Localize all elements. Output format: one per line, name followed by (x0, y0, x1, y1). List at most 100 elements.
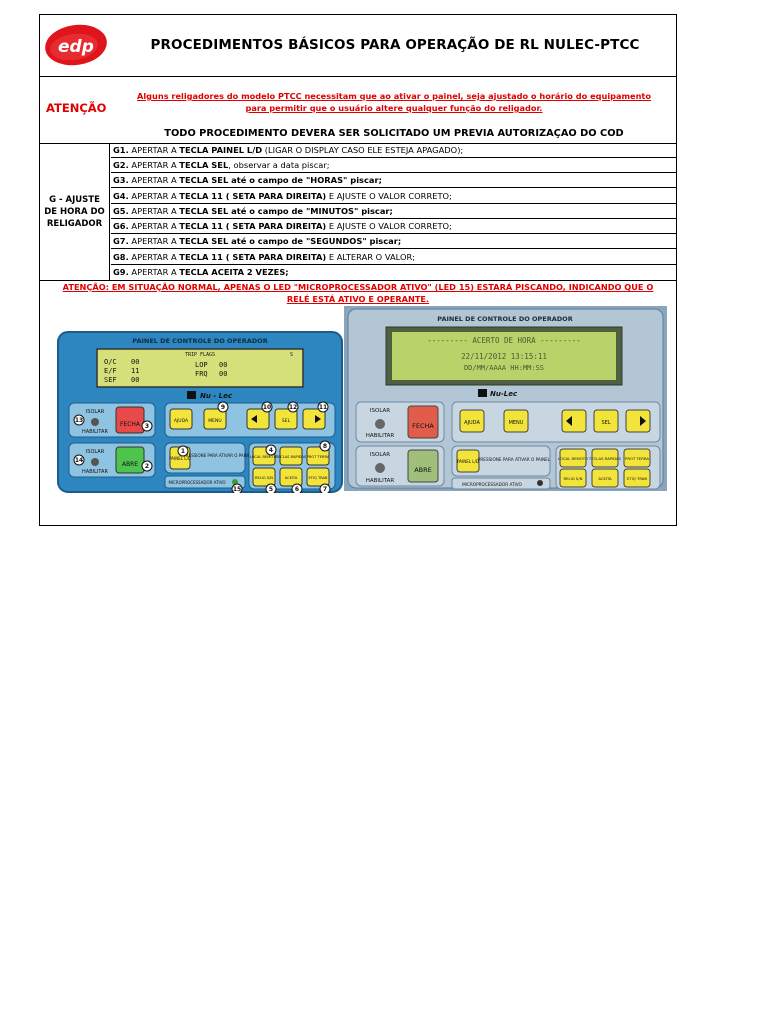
svg-text:MENU: MENU (509, 420, 524, 426)
svg-text:ACEITA: ACEITA (285, 476, 298, 480)
svg-text:6: 6 (295, 486, 299, 493)
svg-text:15: 15 (233, 486, 241, 493)
svg-text:FRQ: FRQ (195, 370, 208, 378)
svg-text:RELIG S/N: RELIG S/N (564, 476, 583, 481)
svg-text:Nu - Lec: Nu - Lec (200, 392, 233, 400)
svg-text:00: 00 (131, 358, 139, 366)
svg-text:ETIQ TRAB: ETIQ TRAB (309, 476, 329, 480)
step-row: G7. APERTAR A TECLA SEL até o campo de "… (111, 234, 676, 249)
svg-text:10: 10 (263, 404, 271, 411)
svg-text:ISOLAR: ISOLAR (86, 409, 105, 415)
svg-text:8: 8 (323, 443, 327, 450)
step-row: G8. APERTAR A TECLA 11 ( SETA PARA DIREI… (111, 250, 676, 265)
svg-text:00: 00 (131, 376, 139, 384)
svg-text:AJUDA: AJUDA (464, 420, 480, 426)
step-row: G4. APERTAR A TECLA 11 ( SETA PARA DIREI… (111, 189, 676, 204)
svg-text:00: 00 (219, 370, 227, 378)
svg-text:PRESSIONE PARA ATIVAR O PAINEL: PRESSIONE PARA ATIVAR O PAINEL (478, 457, 551, 462)
svg-text:PROT TERRA: PROT TERRA (625, 456, 649, 461)
svg-text:1: 1 (181, 448, 185, 455)
panel-diagram-left: PAINEL DE CONTROLE DO OPERADOR TRIP FLAG… (57, 331, 343, 493)
svg-text:11: 11 (319, 404, 327, 411)
svg-text:edp: edp (58, 37, 94, 57)
svg-text:TECLAS RAPIDAS: TECLAS RAPIDAS (588, 456, 622, 461)
svg-text:22/11/2012 13:15:11: 22/11/2012 13:15:11 (461, 352, 547, 361)
svg-text:ISOLAR: ISOLAR (370, 408, 390, 414)
panel-photo-right: PAINEL DE CONTROLE DO OPERADOR ---------… (344, 306, 667, 491)
svg-text:--------- ACERTO DE HORA ---: --------- ACERTO DE HORA --------- (427, 336, 581, 345)
svg-text:SEF: SEF (104, 376, 117, 384)
svg-text:PAINEL DE CONTROLE DO OPERADOR: PAINEL DE CONTROLE DO OPERADOR (437, 315, 572, 323)
attention-row: ATENÇÃO Alguns religadores do modelo PTC… (40, 76, 676, 144)
attention-text: Alguns religadores do modelo PTCC necess… (114, 90, 674, 114)
led-note-line1: ATENÇÃO: EM SITUAÇÃO NORMAL, APENAS O LE… (62, 282, 654, 292)
group-label-line2: DE HORA DO (44, 206, 105, 217)
svg-text:HABILITAR: HABILITAR (82, 469, 108, 475)
svg-text:7: 7 (323, 486, 327, 493)
svg-text:MICROPROCESSADOR ATIVO: MICROPROCESSADOR ATIVO (168, 480, 225, 485)
group-label-line1: G - AJUSTE (49, 194, 100, 205)
step-row: G2. APERTAR A TECLA SEL, observar a data… (111, 158, 676, 173)
step-row: G3. APERTAR A TECLA SEL até o campo de "… (111, 173, 676, 188)
attention-label: ATENÇÃO (46, 101, 107, 115)
svg-text:13: 13 (75, 417, 83, 424)
svg-text:ABRE: ABRE (414, 466, 432, 474)
attention-text-line2: para permitir que o usuário altere qualq… (245, 103, 543, 113)
svg-text:ETIQ TRAB: ETIQ TRAB (627, 476, 647, 481)
step-row: G9. APERTAR A TECLA ACEITA 2 VEZES; (113, 267, 289, 277)
svg-text:2: 2 (145, 463, 149, 470)
svg-text:SEL: SEL (601, 420, 610, 426)
svg-text:00: 00 (219, 361, 227, 369)
svg-text:HABILITAR: HABILITAR (366, 478, 395, 484)
svg-text:S: S (290, 352, 293, 358)
steps-table: G - AJUSTE DE HORA DO RELIGADOR G1. APER… (40, 143, 676, 281)
authorization-note: TODO PROCEDIMENTO DEVERA SER SOLICITADO … (164, 128, 624, 139)
svg-text:HABILITAR: HABILITAR (366, 433, 395, 439)
svg-text:PRESSIONE PARA ATIVAR O PAINEL: PRESSIONE PARA ATIVAR O PAINEL (184, 453, 254, 458)
svg-text:TRIP FLAGS: TRIP FLAGS (185, 352, 215, 358)
svg-text:ABRE: ABRE (122, 461, 138, 468)
svg-text:ACEITA: ACEITA (598, 476, 612, 481)
procedure-sheet: edp PROCEDIMENTOS BÁSICOS PARA OPERAÇÃO … (39, 14, 677, 526)
svg-text:11: 11 (131, 367, 139, 375)
step-row: G5. APERTAR A TECLA SEL até o campo de "… (111, 204, 676, 219)
svg-text:FECHA: FECHA (412, 422, 434, 430)
svg-text:PROT TERRA: PROT TERRA (307, 455, 330, 459)
svg-text:SEL: SEL (282, 418, 291, 424)
svg-text:PAINEL L/D: PAINEL L/D (457, 459, 479, 464)
svg-text:LOCAL REMOTO: LOCAL REMOTO (250, 455, 279, 459)
svg-text:4: 4 (269, 447, 273, 454)
svg-text:DD/MM/AAAA HH:MM:SS: DD/MM/AAAA HH:MM:SS (464, 364, 544, 372)
svg-text:O/C: O/C (104, 358, 117, 366)
led-note-line2: RELÉ ESTÁ ATIVO E OPERANTE. (286, 294, 430, 304)
group-label-line3: RELIGADOR (46, 218, 103, 229)
svg-text:PAINEL L/D: PAINEL L/D (169, 456, 191, 461)
svg-text:14: 14 (75, 457, 83, 464)
step-row: G1. APERTAR A TECLA PAINEL L/D (LIGAR O … (111, 143, 676, 158)
svg-text:RELIG S/N: RELIG S/N (255, 476, 273, 480)
group-label: G - AJUSTE DE HORA DO RELIGADOR (40, 143, 110, 280)
svg-text:TECLAS RAPIDAS: TECLAS RAPIDAS (275, 455, 307, 459)
svg-text:3: 3 (145, 423, 149, 430)
header: edp PROCEDIMENTOS BÁSICOS PARA OPERAÇÃO … (40, 15, 676, 77)
led-note: ATENÇÃO: EM SITUAÇÃO NORMAL, APENAS O LE… (40, 281, 676, 305)
edp-logo: edp (45, 24, 107, 66)
attention-text-line1: Alguns religadores do modelo PTCC necess… (137, 91, 651, 101)
svg-text:ISOLAR: ISOLAR (86, 449, 105, 455)
svg-text:9: 9 (221, 404, 225, 411)
svg-text:FECHA: FECHA (120, 421, 141, 428)
step-row: G6. APERTAR A TECLA 11 ( SETA PARA DIREI… (111, 219, 676, 234)
svg-text:MENU: MENU (208, 418, 221, 424)
svg-text:HABILITAR: HABILITAR (82, 429, 108, 435)
svg-text:5: 5 (269, 486, 273, 493)
svg-text:MICROPROCESSADOR ATIVO: MICROPROCESSADOR ATIVO (462, 482, 522, 487)
svg-text:AJUDA: AJUDA (174, 418, 189, 424)
svg-text:12: 12 (289, 404, 297, 411)
svg-text:ISOLAR: ISOLAR (370, 452, 390, 458)
svg-text:LOCAL REMOTO: LOCAL REMOTO (558, 456, 588, 461)
svg-text:PAINEL DE CONTROLE DO OPERADOR: PAINEL DE CONTROLE DO OPERADOR (132, 337, 267, 345)
svg-text:Nu-Lec: Nu-Lec (490, 390, 518, 398)
page-title: PROCEDIMENTOS BÁSICOS PARA OPERAÇÃO DE R… (150, 37, 640, 53)
svg-text:E/F: E/F (104, 367, 117, 375)
svg-text:LOP: LOP (195, 361, 208, 369)
